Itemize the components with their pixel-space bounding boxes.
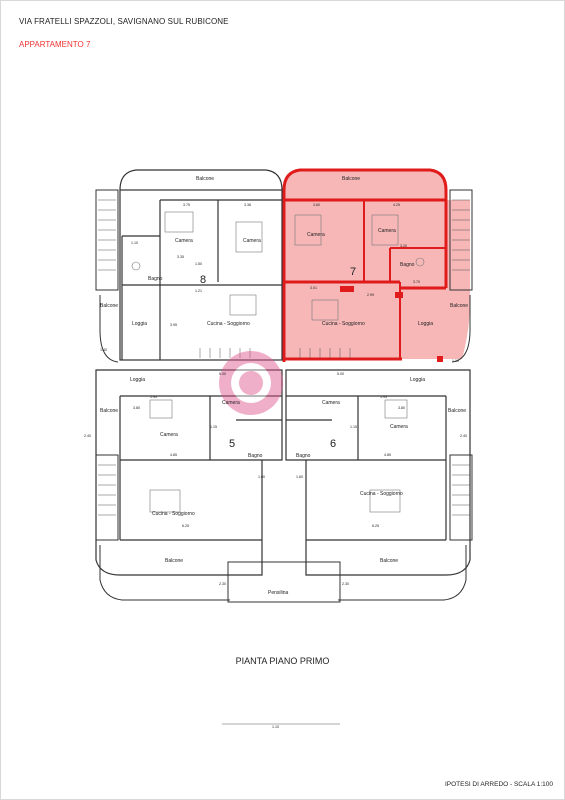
dim-label: 2.40 [460, 434, 467, 438]
label-camera-8a: Camera [175, 238, 193, 244]
dim-label: 4.85 [170, 453, 177, 457]
dim-label: 3.70 [413, 280, 420, 284]
dim-label: 5.00 [337, 372, 344, 376]
dim-label: 1.21 [195, 289, 202, 293]
dim-label: 5.00 [219, 372, 226, 376]
dim-label: 1.10 [131, 241, 138, 245]
dim-label: 1.60 [296, 475, 303, 479]
label-loggia-8: Loggia [132, 321, 147, 327]
label-loggia-6: Loggia [410, 377, 425, 383]
apartment-7-highlight [282, 168, 470, 362]
dim-label: 6.25 [372, 524, 379, 528]
dim-label: 2.40 [84, 434, 91, 438]
watermark-logo [219, 351, 283, 415]
dim-label: 3.01 [310, 286, 317, 290]
apartment-7-number: 7 [350, 266, 356, 278]
label-loggia-5: Loggia [130, 377, 145, 383]
dim-label: 1.60 [258, 475, 265, 479]
label-loggia-7: Loggia [418, 321, 433, 327]
label-camera-7b: Camera [378, 228, 396, 234]
dimension-labels: 3.75 3.36 3.60 4.25 1.10 1.50 3.35 3.20 … [84, 203, 467, 729]
dim-label: 4.85 [384, 453, 391, 457]
dim-label: 3.60 [313, 203, 320, 207]
label-cucina-5: Cucina - Soggiorno [152, 511, 195, 517]
dim-label: 3.36 [244, 203, 251, 207]
apartment-title: APPARTAMENTO 7 [19, 40, 91, 49]
dim-label: 4.25 [393, 203, 400, 207]
label-balcone-8-side: Balcone [100, 303, 118, 309]
apartment-8-walls [119, 169, 283, 361]
label-camera-7a: Camera [307, 232, 325, 238]
dim-label: 1.95 [380, 395, 387, 399]
label-cucina-7: Cucina - Soggiorno [322, 321, 365, 327]
dim-label: 3.80 [133, 406, 140, 410]
label-cucina-6: Cucina - Soggiorno [360, 491, 403, 497]
apartment-6-number: 6 [330, 438, 336, 450]
label-balcone-8: Balcone [196, 176, 214, 182]
dim-label: 2.99 [367, 293, 374, 297]
label-pensilina: Pensilina [268, 590, 289, 596]
label-balcone-7: Balcone [342, 176, 360, 182]
label-camera-5a: Camera [222, 400, 240, 406]
label-camera-8b: Camera [243, 238, 261, 244]
dim-label: 3.95 [170, 323, 177, 327]
dim-label: 1.15 [210, 425, 217, 429]
furniture [131, 211, 425, 513]
dim-label: 1.95 [150, 395, 157, 399]
label-cucina-8: Cucina - Soggiorno [207, 321, 250, 327]
apartment-5-number: 5 [229, 438, 235, 450]
apartment-6-walls [285, 369, 471, 576]
label-camera-6b: Camera [390, 424, 408, 430]
dim-label: 1.50 [195, 262, 202, 266]
label-balcone-5-side: Balcone [100, 408, 118, 414]
label-balcone-6: Balcone [380, 558, 398, 564]
label-bagno-8: Bagno [148, 276, 163, 282]
dim-label: 1.10 [452, 359, 459, 363]
dim-label: 3.75 [183, 203, 190, 207]
dim-label: 3.35 [177, 255, 184, 259]
label-balcone-5: Balcone [165, 558, 183, 564]
scale-note: IPOTESI DI ARREDO - SCALA 1:100 [444, 781, 553, 788]
dim-label: 3.80 [398, 406, 405, 410]
dim-label: 6.25 [182, 524, 189, 528]
dim-label: 2.30 [219, 582, 226, 586]
label-bagno-7: Bagno [400, 262, 415, 268]
label-camera-5b: Camera [160, 432, 178, 438]
dim-label: 1.10 [272, 725, 279, 729]
apartment-5-walls [95, 369, 283, 576]
label-balcone-6-side: Balcone [448, 408, 466, 414]
dim-label: 1.40 [100, 348, 107, 352]
label-bagno-6: Bagno [296, 453, 311, 459]
dim-label: 2.30 [342, 582, 349, 586]
label-camera-6a: Camera [322, 400, 340, 406]
stairs [98, 199, 470, 516]
outer-structure [95, 189, 473, 603]
label-balcone-7-side: Balcone [450, 303, 468, 309]
apartment-8-number: 8 [200, 274, 206, 286]
label-bagno-5: Bagno [248, 453, 263, 459]
dim-label: 3.20 [400, 244, 407, 248]
dim-label: 1.15 [350, 425, 357, 429]
address-title: VIA FRATELLI SPAZZOLI, SAVIGNANO SUL RUB… [19, 17, 229, 26]
plan-title: PIANTA PIANO PRIMO [235, 656, 330, 666]
